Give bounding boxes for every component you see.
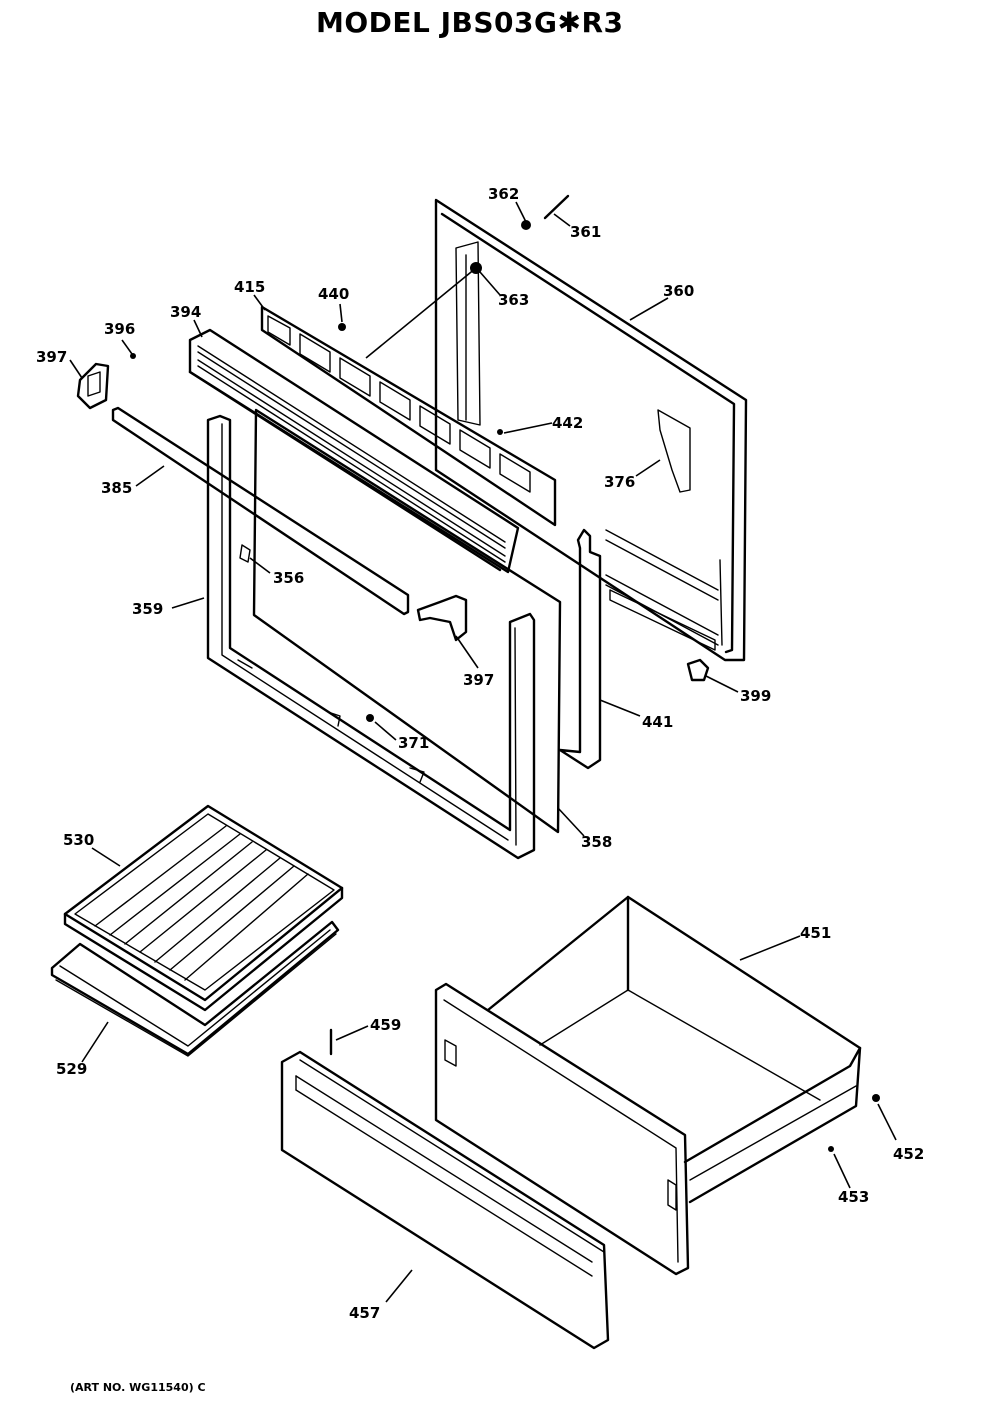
callout-394: 394 <box>170 303 201 321</box>
leader-lines <box>69 201 897 1303</box>
callout-440: 440 <box>318 285 349 303</box>
callout-399: 399 <box>740 687 771 705</box>
callout-371: 371 <box>398 734 429 752</box>
callout-385: 385 <box>101 479 132 497</box>
door-back-panel <box>434 198 748 662</box>
callout-415: 415 <box>234 278 265 296</box>
callout-376: 376 <box>604 473 635 491</box>
callout-356: 356 <box>273 569 304 587</box>
door-hinge-upper <box>76 362 110 410</box>
door-rod <box>111 406 410 616</box>
door-glass <box>252 408 562 834</box>
drawer-front-panel <box>280 1050 610 1350</box>
callout-360: 360 <box>663 282 694 300</box>
callout-358: 358 <box>581 833 612 851</box>
callout-396: 396 <box>104 320 135 338</box>
model-title: MODEL JBS03G✱R3 <box>316 6 624 39</box>
hardware <box>130 194 710 722</box>
callout-451: 451 <box>800 924 831 942</box>
side-channel <box>558 528 602 770</box>
broiler-grid <box>63 804 344 1012</box>
door-frame <box>206 414 536 860</box>
callout-530: 530 <box>63 831 94 849</box>
art-number: (ART NO. WG11540) C <box>70 1381 206 1394</box>
callout-453: 453 <box>838 1188 869 1206</box>
callout-397-center: 397 <box>463 671 494 689</box>
callout-361: 361 <box>570 223 601 241</box>
door-latch-bracket <box>416 594 468 642</box>
callout-441: 441 <box>642 713 673 731</box>
broiler-pan <box>50 920 340 1057</box>
door-top-trim <box>188 328 520 574</box>
callout-labels: 362 361 363 360 415 440 394 396 397 442 … <box>36 185 924 1322</box>
drawer-front-liner <box>434 982 690 1276</box>
callout-359: 359 <box>132 600 163 618</box>
callout-363: 363 <box>498 291 529 309</box>
storage-drawer-body <box>486 895 862 1204</box>
callout-457: 457 <box>349 1304 380 1322</box>
callout-362: 362 <box>488 185 519 203</box>
callout-459: 459 <box>370 1016 401 1034</box>
callout-452: 452 <box>893 1145 924 1163</box>
vent-plate <box>260 305 557 527</box>
callout-529: 529 <box>56 1060 87 1078</box>
callout-442: 442 <box>552 414 583 432</box>
drawer-hardware <box>329 1028 880 1152</box>
callout-397-upper: 397 <box>36 348 67 366</box>
